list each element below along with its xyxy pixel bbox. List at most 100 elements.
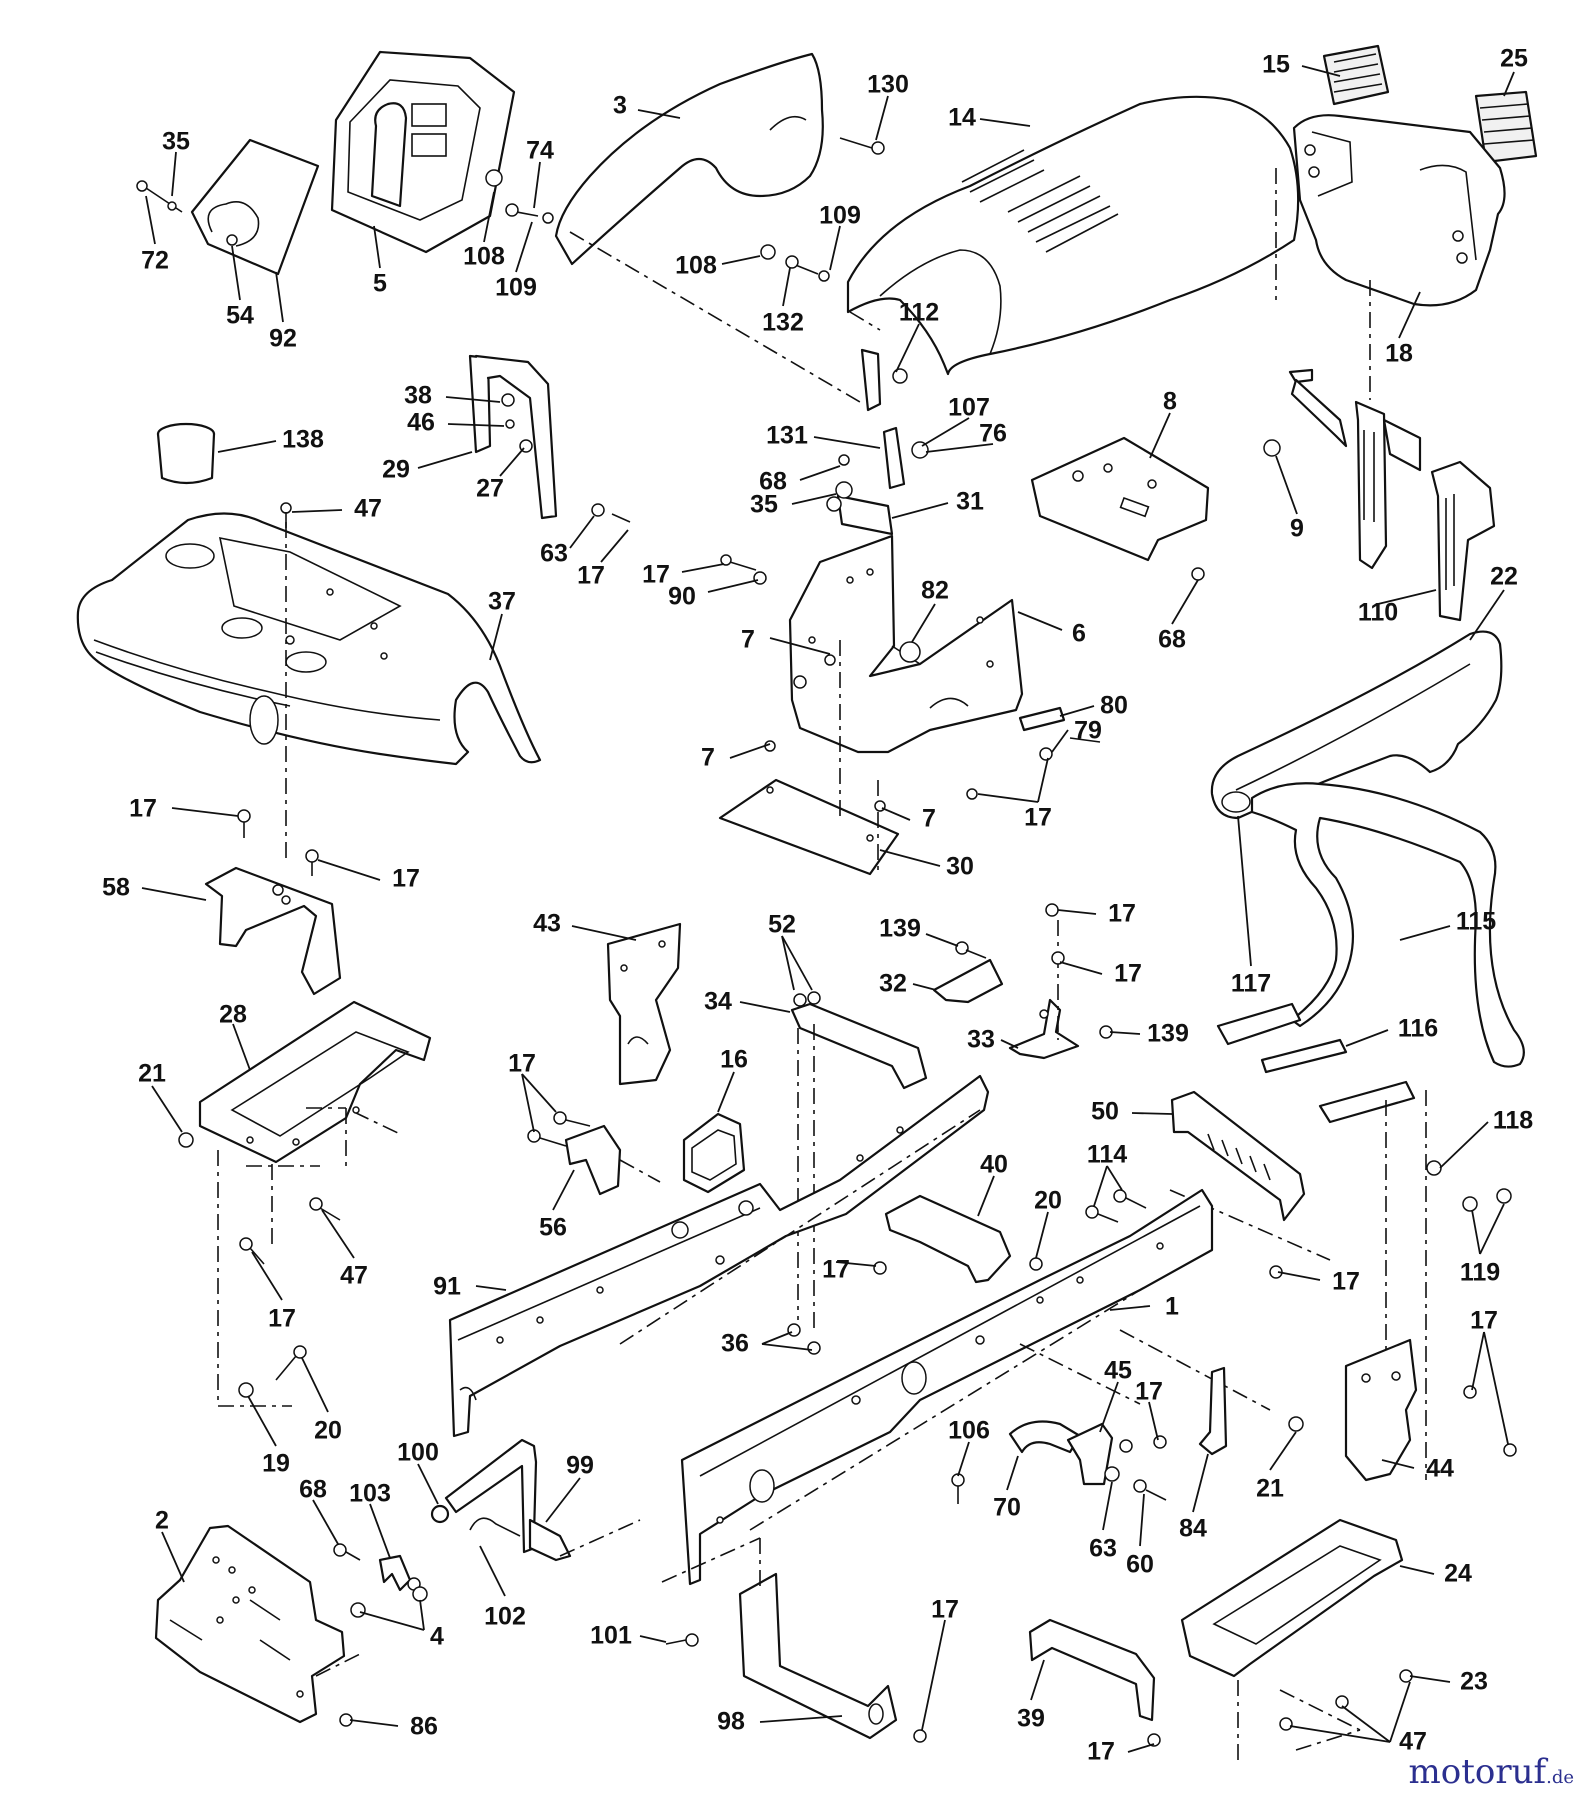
part-40-bracket [884,1194,1012,1284]
part-32-bracket [932,958,1004,1004]
callout-86: 86 [410,1713,438,1741]
callout-17: 17 [1135,1378,1163,1406]
part-63-bolt [591,503,631,523]
callout-84: 84 [1179,1515,1207,1543]
part-3-dash-panel [554,52,824,266]
callout-115: 115 [1456,908,1496,936]
callout-63: 63 [540,540,568,568]
part-1-frame-rail-right [680,1188,1214,1586]
callout-34: 34 [704,988,732,1016]
callout-36: 36 [721,1330,749,1358]
part-84-bracket [1198,1366,1228,1456]
part-99-lever [444,1438,572,1562]
callout-15: 15 [1262,51,1290,79]
callout-138: 138 [282,426,324,454]
callout-35: 35 [750,491,778,519]
callout-98: 98 [717,1708,745,1736]
callout-52: 52 [768,911,796,939]
part-110-brackets [1288,368,1496,622]
callout-7: 7 [922,805,936,833]
callout-139: 139 [1147,1020,1189,1048]
callout-60: 60 [1126,1551,1154,1579]
part-43-bracket [606,922,682,1086]
callout-110: 110 [1358,599,1398,627]
callout-4: 4 [430,1623,444,1651]
callout-6: 6 [1072,620,1086,648]
callout-47: 47 [1399,1728,1427,1756]
callout-47: 47 [354,495,382,523]
callout-47: 47 [340,1262,368,1290]
callout-99: 99 [566,1452,594,1480]
callout-70: 70 [993,1494,1021,1522]
callout-100: 100 [397,1439,439,1467]
callout-9: 9 [1290,515,1304,543]
callout-7: 7 [701,744,715,772]
callout-28: 28 [219,1001,247,1029]
callout-14: 14 [948,104,976,132]
part-14-hood [846,95,1300,376]
callout-74: 74 [526,137,554,165]
part-92-plate [190,138,320,276]
part-6-seat-pan [788,534,1024,754]
callout-20: 20 [1034,1187,1062,1215]
part-56-bracket [564,1124,622,1196]
part-91-frame-rail-left [448,1074,990,1438]
callout-92: 92 [269,325,297,353]
callout-17: 17 [1470,1307,1498,1335]
callout-45: 45 [1104,1357,1132,1385]
callout-114: 114 [1087,1141,1127,1169]
watermark-logo: motoruf.de [1409,1752,1574,1792]
callout-17: 17 [577,562,605,590]
callout-17: 17 [1024,804,1052,832]
leader-lines [141,65,1515,1753]
callout-43: 43 [533,910,561,938]
callout-72: 72 [141,247,169,275]
callout-17: 17 [508,1050,536,1078]
callout-106: 106 [948,1417,990,1445]
callout-24: 24 [1444,1560,1472,1588]
part-108-washer [760,244,776,260]
callout-19: 19 [262,1450,290,1478]
part-70-hitch [1008,1420,1082,1454]
part-39-bracket [1028,1618,1156,1722]
part-28-footrest-left [198,1000,432,1164]
callout-130: 130 [867,71,909,99]
part-80-pin [1018,706,1101,743]
part-8-seat-plate [1030,436,1210,562]
part-102-pin [469,1517,521,1537]
callout-17: 17 [392,865,420,893]
callout-108: 108 [675,252,717,280]
callout-119: 119 [1460,1259,1500,1287]
callout-50: 50 [1091,1098,1119,1126]
part-130-bolt [839,137,885,155]
callout-21: 21 [1256,1475,1284,1503]
part-30-plate [718,778,900,876]
callout-37: 37 [488,588,516,616]
callout-8: 8 [1163,388,1177,416]
callout-91: 91 [433,1273,461,1301]
part-44-bracket [1344,1338,1418,1482]
callout-27: 27 [476,475,504,503]
callout-38: 38 [404,382,432,410]
part-115-handle [1216,782,1525,1124]
callout-5: 5 [373,270,387,298]
callout-90: 90 [668,583,696,611]
callout-80: 80 [1100,692,1128,720]
callout-17: 17 [129,795,157,823]
callout-23: 23 [1460,1668,1488,1696]
part-112-bracket [860,348,908,412]
callout-82: 82 [921,577,949,605]
callout-3: 3 [613,92,627,120]
callout-35: 35 [162,128,190,156]
callout-33: 33 [967,1026,995,1054]
part-2-plate [154,1524,346,1724]
part-107-latch [882,426,929,490]
callout-31: 31 [956,488,984,516]
part-25-screen [1474,90,1538,164]
callout-46: 46 [407,409,435,437]
callout-29: 29 [382,456,410,484]
callout-63: 63 [1089,1535,1117,1563]
part-33-bracket [1008,998,1080,1060]
